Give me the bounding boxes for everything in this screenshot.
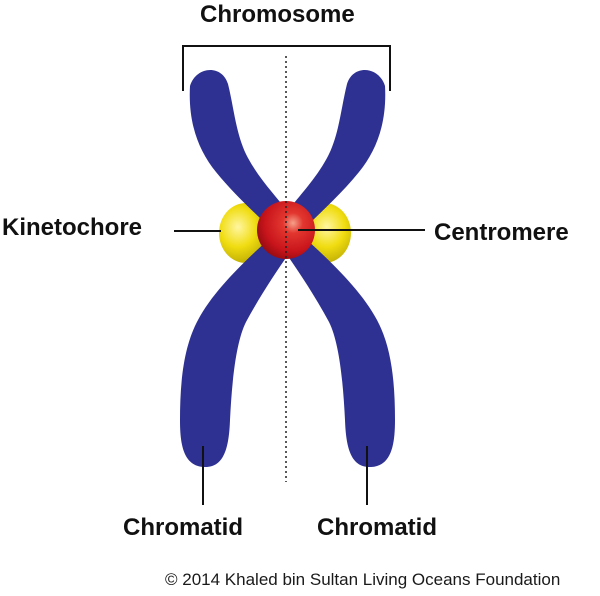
kinetochore-label: Kinetochore: [2, 214, 143, 241]
centromere-label: Centromere: [434, 219, 569, 246]
chromatid-left-label: Chromatid: [123, 514, 243, 541]
chromatid-arm-upper-left: [189, 69, 288, 227]
chromatid-arm-lower-right: [285, 238, 395, 468]
copyright-notice: © 2014 Khaled bin Sultan Living Oceans F…: [165, 570, 561, 589]
chromatid-right-label: Chromatid: [317, 514, 437, 541]
chromosome-bracket: [182, 45, 391, 91]
centromere-sphere: [257, 201, 315, 259]
chromosome-label: Chromosome: [200, 1, 355, 28]
chromatid-arm-lower-left: [180, 238, 290, 468]
chromatid-arm-upper-right: [287, 69, 386, 227]
